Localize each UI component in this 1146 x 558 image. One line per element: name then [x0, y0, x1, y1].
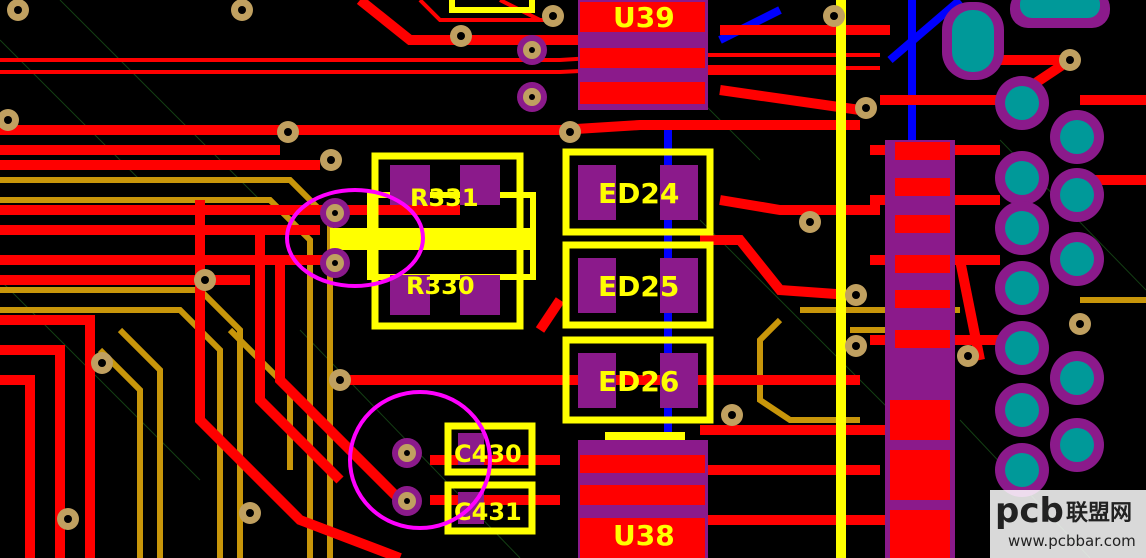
u38-component: U38	[578, 432, 708, 558]
connector-pad-column	[885, 140, 955, 558]
c430-c431-components: C430 C431	[444, 422, 536, 535]
watermark-brand: pcb	[995, 491, 1064, 531]
r331-r330-components: R331 R330	[330, 152, 536, 330]
r331-designator: R331	[410, 184, 479, 212]
ed24-designator: ED24	[598, 177, 679, 210]
ed25-component: ED25	[562, 241, 714, 329]
ed26-designator: ED26	[598, 365, 679, 398]
silkscreen-outline-line	[836, 0, 846, 558]
vias	[0, 0, 1091, 530]
u39-designator: U39	[613, 1, 675, 34]
watermark: pcb 联盟网 www.pcbbar.com	[990, 490, 1146, 558]
ed25-designator: ED25	[598, 270, 679, 303]
u39-component: U39	[449, 0, 708, 110]
highlight-circles	[285, 188, 492, 530]
bottom-copper-traces	[0, 177, 1146, 558]
ed24-component: ED24	[562, 148, 714, 236]
through-hole-pads	[942, 0, 1110, 497]
ed26-component: ED26	[562, 336, 714, 424]
u38-designator: U38	[613, 519, 675, 552]
watermark-url: www.pcbbar.com	[1008, 532, 1136, 550]
watermark-chinese: 联盟网	[1066, 501, 1132, 526]
r330-designator: R330	[406, 272, 475, 300]
